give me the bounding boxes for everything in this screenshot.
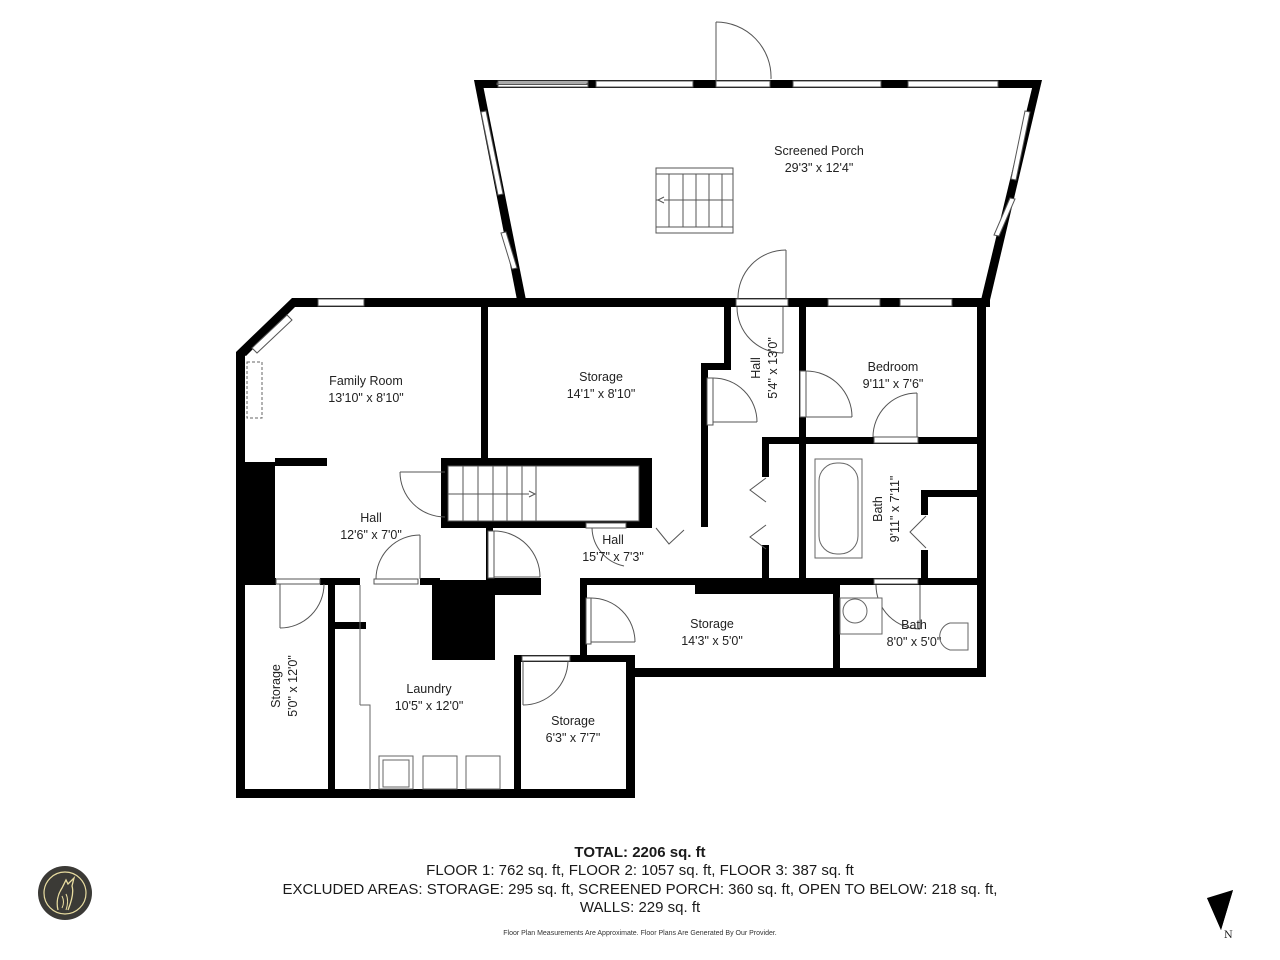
wall-area: WALLS: 229 sq. ft <box>579 899 701 916</box>
porch-windows <box>480 80 1031 270</box>
room-storage-small: Storage 6'3" x 7'7" <box>546 713 601 747</box>
north-arrow-icon <box>1207 890 1233 930</box>
room-dims: 10'5" x 12'0" <box>394 699 464 713</box>
room-dims: 6'3" x 7'7" <box>545 731 601 745</box>
porch-stairs <box>655 167 734 234</box>
screened-porch-walls <box>474 80 1042 300</box>
main-windows <box>251 298 953 662</box>
room-storage-main: Storage 14'1" x 8'10" <box>567 369 636 403</box>
room-dims: 14'3" x 5'0" <box>681 634 743 648</box>
total-area: TOTAL: 2206 sq. ft <box>574 844 706 861</box>
room-name: Family Room <box>329 374 403 388</box>
room-hall-center: Hall 15'7" x 7'3" <box>582 532 644 566</box>
room-dims: 14'1" x 8'10" <box>566 387 636 401</box>
room-dims: 15'7" x 7'3" <box>582 550 644 564</box>
porch-door <box>715 21 772 81</box>
main-walls <box>236 298 990 798</box>
room-name: Storage <box>551 714 595 728</box>
room-name: Hall <box>360 511 382 525</box>
howling-wolf-logo-icon <box>38 866 92 920</box>
room-bath-large: Bath 9'11" x 7'11" <box>870 476 904 543</box>
room-dims: 9'11" x 7'6" <box>862 377 924 391</box>
room-hall-west: Hall 12'6" x 7'0" <box>340 510 402 544</box>
room-bedroom: Bedroom 9'11" x 7'6" <box>863 359 924 393</box>
room-name: Hall <box>602 533 624 547</box>
area-summary: TOTAL: 2206 sq. ft FLOOR 1: 762 sq. ft, … <box>0 843 1280 937</box>
room-screened-porch: Screened Porch 29'3" x 12'4" <box>774 143 864 177</box>
room-storage-west: Storage 5'0" x 12'0" <box>268 655 302 717</box>
room-hall-north: Hall 5'4" x 13'0" <box>748 337 782 399</box>
room-dims: 13'10" x 8'10" <box>328 391 404 405</box>
floor-areas: FLOOR 1: 762 sq. ft, FLOOR 2: 1057 sq. f… <box>426 862 854 879</box>
room-storage-long: Storage 14'3" x 5'0" <box>681 616 743 650</box>
room-bath-small: Bath 8'0" x 5'0" <box>887 617 942 651</box>
north-label: N <box>1224 930 1233 941</box>
room-family-room: Family Room 13'10" x 8'10" <box>328 373 404 407</box>
room-dims: 12'6" x 7'0" <box>340 528 402 542</box>
room-name: Screened Porch <box>774 144 864 158</box>
room-dims: 9'11" x 7'11" <box>888 475 902 543</box>
room-name: Bath <box>871 496 885 522</box>
room-dims: 8'0" x 5'0" <box>886 635 942 649</box>
fixtures <box>246 361 969 790</box>
room-name: Hall <box>749 357 763 379</box>
room-name: Bath <box>901 618 927 632</box>
room-dims: 5'4" x 13'0" <box>766 337 780 399</box>
excluded-areas: EXCLUDED AREAS: STORAGE: 295 sq. ft, SCR… <box>282 880 998 898</box>
room-name: Storage <box>690 617 734 631</box>
disclaimer: Floor Plan Measurements Are Approximate.… <box>503 929 777 937</box>
main-stairs <box>447 465 640 522</box>
door-swings <box>279 249 927 706</box>
room-name: Bedroom <box>867 360 919 374</box>
room-name: Storage <box>269 664 283 708</box>
room-name: Laundry <box>406 682 452 696</box>
room-dims: 5'0" x 12'0" <box>286 655 300 717</box>
room-name: Storage <box>579 370 623 384</box>
room-laundry: Laundry 10'5" x 12'0" <box>395 681 464 715</box>
room-dims: 29'3" x 12'4" <box>784 161 854 175</box>
